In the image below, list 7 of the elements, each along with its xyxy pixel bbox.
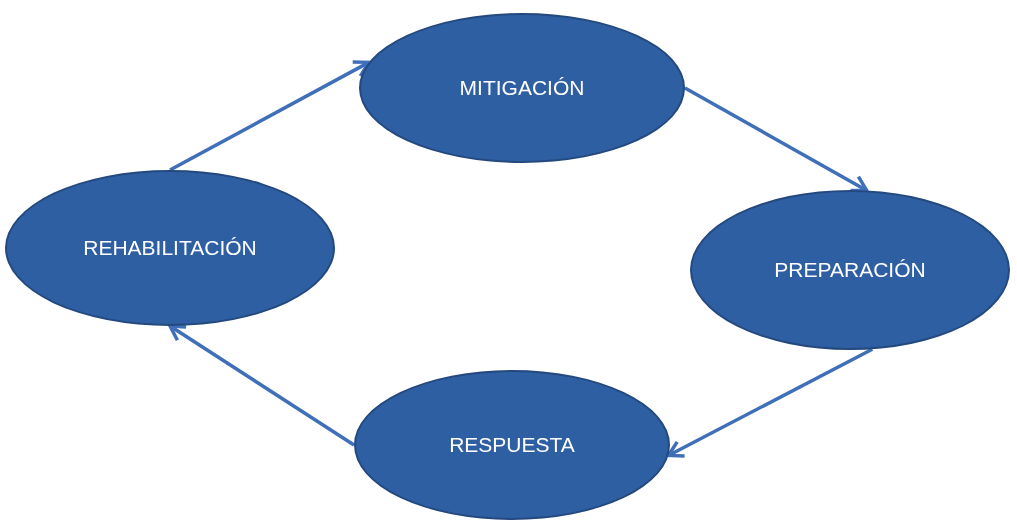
arrow [169,60,371,172]
stage-label: RESPUESTA [449,432,575,459]
arrow [168,324,355,447]
stage-label: PREPARACIÓN [774,257,926,284]
stage-label: REHABILITACIÓN [83,235,257,262]
arrow [684,86,869,193]
stage-label: MITIGACIÓN [459,75,585,102]
